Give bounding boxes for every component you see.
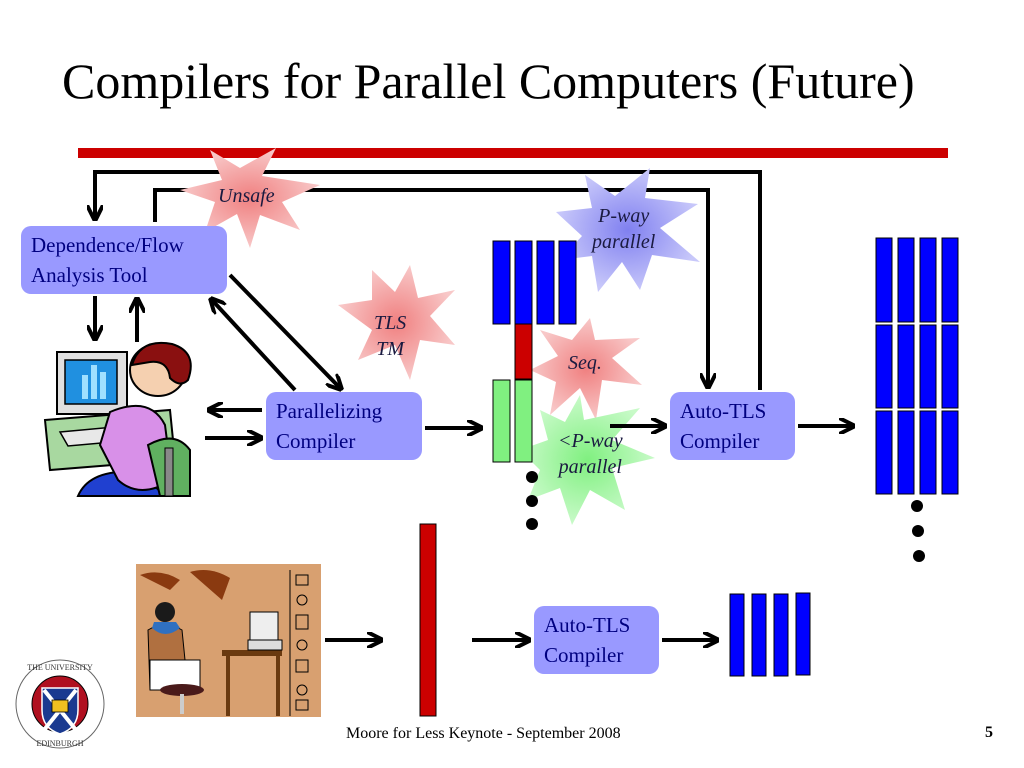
thread-bar-blue [492, 240, 511, 325]
output-bar [795, 592, 811, 676]
ellipsis-dot [912, 525, 924, 537]
tm-label: TM [376, 338, 405, 360]
box-label: Auto-TLS [680, 399, 767, 423]
arrow-tool-to-compiler [228, 273, 340, 388]
p-way-parallel-label: P-way parallel [592, 203, 655, 255]
unsafe-burst [180, 148, 320, 248]
output-bar [897, 324, 915, 409]
thread-bar-blue [558, 240, 577, 325]
thread-bar-blue [536, 240, 555, 325]
slide-footer: Moore for Less Keynote - September 2008 [346, 725, 621, 742]
egyptian-illustration [136, 564, 321, 717]
thread-bar-green [492, 379, 511, 463]
output-thread-grid [875, 237, 959, 495]
box-label: Auto-TLS [544, 613, 631, 637]
ellipsis-dot [526, 471, 538, 483]
sequential-thread-bar [419, 523, 437, 717]
ellipsis-dot [911, 500, 923, 512]
box-label: Parallelizing [276, 399, 383, 423]
less-p-way-line2: parallel [558, 456, 622, 478]
thread-bar-blue [514, 240, 533, 325]
tls-label: TLS [374, 312, 407, 334]
box-label: Dependence/Flow [31, 233, 184, 257]
output-bar [941, 410, 959, 495]
box-label: Compiler [544, 643, 624, 667]
output-bar [897, 410, 915, 495]
ellipsis-dot [526, 518, 538, 530]
seq-label: Seq. [568, 352, 602, 374]
box-label: Compiler [276, 429, 356, 453]
arrow-compiler-to-tool [212, 300, 297, 392]
less-p-way-parallel-label: <P-way parallel [558, 428, 623, 480]
output-bar [919, 410, 937, 495]
output-bar [875, 237, 893, 323]
university-crest-logo: THE UNIVERSITY EDINBURGH [15, 659, 105, 749]
svg-text:THE UNIVERSITY: THE UNIVERSITY [27, 663, 93, 672]
output-bar [751, 593, 767, 677]
svg-text:EDINBURGH: EDINBURGH [36, 739, 83, 748]
output-bar [897, 237, 915, 323]
tls-tm-label: TLS TM [374, 310, 406, 362]
output-bar [875, 324, 893, 409]
title-rule [78, 148, 948, 158]
feedback-line-inner [153, 188, 708, 386]
p-way-burst [556, 168, 700, 292]
auto-tls-compiler-bottom-box: Auto-TLS Compiler [534, 606, 659, 674]
tls-tm-burst [338, 265, 455, 380]
box-label: Analysis Tool [31, 263, 148, 287]
p-way-line1: P-way [598, 205, 650, 227]
box-label: Compiler [680, 429, 760, 453]
auto-tls-compiler-box: Auto-TLS Compiler [670, 392, 795, 460]
thread-bar-red [514, 323, 533, 380]
less-p-way-line1: <P-way [558, 430, 623, 452]
output-bar [729, 593, 745, 677]
ellipsis-dot [526, 495, 538, 507]
p-way-line2: parallel [592, 231, 656, 253]
unsafe-label: Unsafe [218, 185, 275, 207]
programmer-illustration [43, 342, 192, 497]
output-bar [919, 237, 937, 323]
output-bar [941, 237, 959, 323]
parallelizing-compiler-box: Parallelizing Compiler [266, 392, 422, 460]
thread-bar-green [514, 379, 533, 463]
slide-title: Compilers for Parallel Computers (Future… [62, 53, 915, 109]
output-bar [941, 324, 959, 409]
output-bar [875, 410, 893, 495]
seq-burst [530, 318, 642, 420]
dependence-flow-analysis-tool-box: Dependence/Flow Analysis Tool [21, 226, 227, 294]
feedback-line-outer [95, 170, 762, 390]
output-bar [773, 593, 789, 677]
page-number: 5 [985, 724, 993, 741]
ellipsis-dot [913, 550, 925, 562]
output-bar [919, 324, 937, 409]
